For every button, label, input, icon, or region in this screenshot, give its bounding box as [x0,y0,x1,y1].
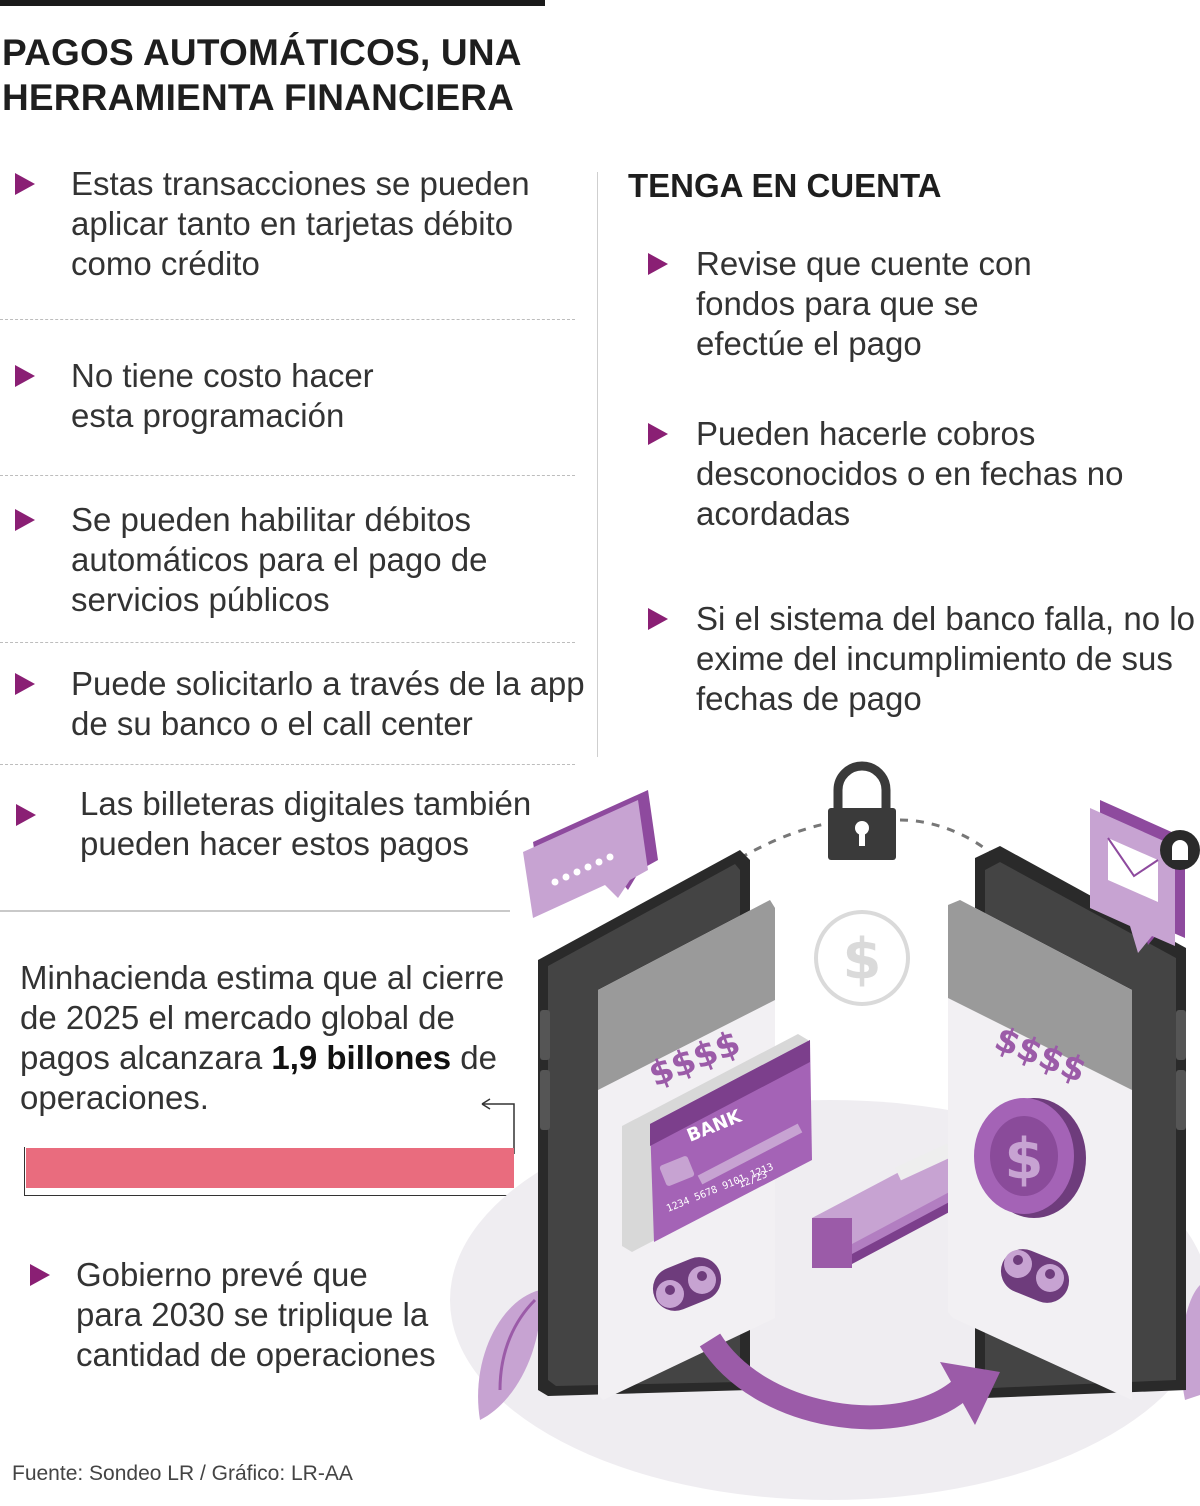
triangle-bullet-icon [648,423,668,445]
lock-icon [828,761,896,860]
bank-card-icon [622,1034,812,1252]
password-bubble-icon [523,790,658,918]
left-bullet-text: Se pueden habilitar débitos automáticos … [71,501,488,618]
divider [0,642,575,643]
svg-text:$: $ [843,927,882,992]
source-credit: Fuente: Sondeo LR / Gráfico: LR-AA [12,1462,353,1485]
left-bullet-3: Se pueden habilitar débitos automáticos … [15,500,561,620]
column-divider [597,172,598,757]
bell-icon [1160,830,1200,870]
pointer-arrow-icon [481,1098,515,1154]
forecast-bullet: Gobierno prevé que para 2030 se tripliqu… [30,1255,436,1375]
triangle-bullet-icon [30,1264,50,1286]
svg-text:$: $ [1005,1127,1044,1192]
left-bullet-text: Puede solicitarlo a través de la app de … [71,665,585,742]
left-bullet-text: No tiene costo hacer esta programación [71,357,374,434]
statistic-bar [26,1148,514,1188]
statistic-highlight: 1,9 billones [271,1039,452,1076]
triangle-bullet-icon [15,673,35,695]
dollar-coin-icon: $ [974,1098,1086,1218]
divider [0,475,575,476]
right-bullet-2: Pueden hacerle cobros desconocidos o en … [648,414,1126,534]
divider [0,764,575,765]
triangle-bullet-icon [15,509,35,531]
divider [0,319,575,320]
page-title: PAGOS AUTOMÁTICOS, UNA HERRAMIENTA FINAN… [2,32,521,118]
triangle-bullet-icon [15,365,35,387]
section-heading: TENGA EN CUENTA [628,167,942,204]
left-bullet-5: Las billeteras digitales también pueden … [16,784,580,864]
statistic-text-before: Minhacienda estima que al cierre de 2025… [20,959,505,1076]
triangle-bullet-icon [16,804,36,826]
forecast-bullet-text: Gobierno prevé que para 2030 se tripliqu… [76,1256,436,1373]
leaf-left-icon [478,1290,541,1420]
left-bullet-4: Puede solicitarlo a través de la app de … [15,664,591,744]
dollar-coin-icon: $ [814,910,910,1006]
right-bullet-text: Pueden hacerle cobros desconocidos o en … [696,415,1124,532]
right-bullet-1: Revise que cuente con fondos para que se… [648,244,1076,364]
bar-axis [24,1147,514,1196]
right-bullet-3: Si el sistema del banco falla, no lo exi… [648,599,1196,719]
mail-bubble-icon [1090,800,1185,953]
left-bullet-2: No tiene costo hacer esta programación [15,356,431,436]
left-bullet-1: Estas transacciones se pueden aplicar ta… [15,164,571,284]
transfer-arrow-icon [699,1333,1000,1430]
user-toggle-icon [1000,1249,1070,1303]
section-rule [0,910,510,912]
right-bullet-text: Si el sistema del banco falla, no lo exi… [696,600,1195,717]
statistic-text: Minhacienda estima que al cierre de 2025… [20,958,520,1118]
triangle-bullet-icon [648,253,668,275]
left-bullet-text: Estas transacciones se pueden aplicar ta… [71,165,530,282]
right-bullet-text: Revise que cuente con fondos para que se… [696,245,1032,362]
payment-illustration: $ $$$$ BANK 1234 5678 9101 1213 12/23 [450,761,1200,1500]
statistic-text-after: de operaciones. [20,1039,497,1116]
top-rule [0,0,545,6]
triangle-bullet-icon [15,173,35,195]
triangle-bullet-icon [648,608,668,630]
left-bullet-text: Las billeteras digitales también pueden … [80,785,532,862]
user-toggle-icon [652,1257,722,1311]
